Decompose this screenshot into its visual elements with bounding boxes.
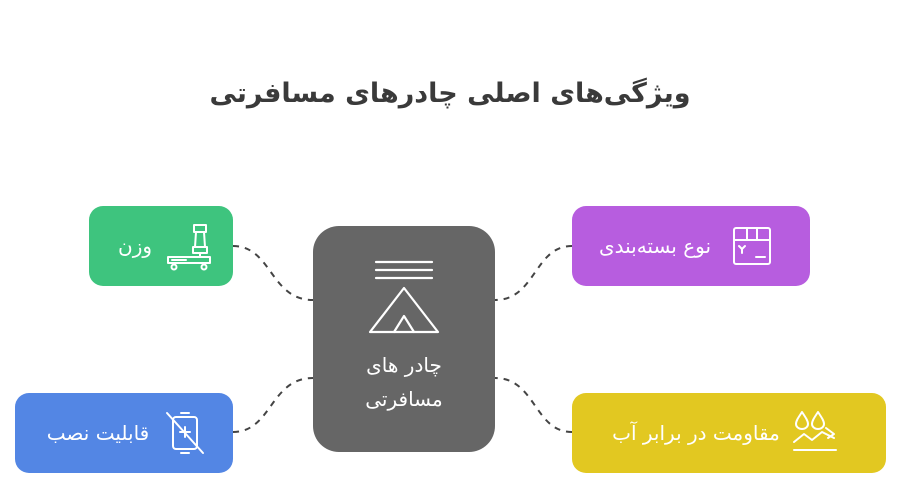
- feature-label-setup: قابلیت نصب: [46, 421, 150, 445]
- feature-card-water: مقاومت در برابر آب: [572, 393, 886, 473]
- box-icon: [729, 223, 775, 269]
- feature-label-weight: وزن: [118, 234, 153, 258]
- center-label: چادر های مسافرتی: [313, 348, 495, 416]
- feature-card-weight: وزن: [89, 206, 233, 286]
- center-node: چادر های مسافرتی: [313, 226, 495, 452]
- no-install-icon: [161, 409, 209, 457]
- feature-card-packaging: نوع بسته‌بندی: [572, 206, 810, 286]
- tent-icon: [366, 258, 442, 342]
- connector-setup: [232, 377, 314, 433]
- feature-label-water: مقاومت در برابر آب: [612, 421, 780, 445]
- center-label-line2: مسافرتی: [365, 387, 443, 411]
- center-label-line1: چادر های: [366, 353, 442, 377]
- connector-packaging: [494, 245, 573, 301]
- connector-water: [494, 377, 573, 433]
- diagram-title: ویژگی‌های اصلی چادرهای مسافرتی: [209, 78, 691, 109]
- water-resistance-icon: [790, 408, 840, 458]
- scale-icon: [164, 221, 214, 271]
- feature-card-setup: قابلیت نصب: [15, 393, 233, 473]
- connector-weight: [232, 245, 314, 301]
- feature-label-packaging: نوع بسته‌بندی: [598, 234, 712, 258]
